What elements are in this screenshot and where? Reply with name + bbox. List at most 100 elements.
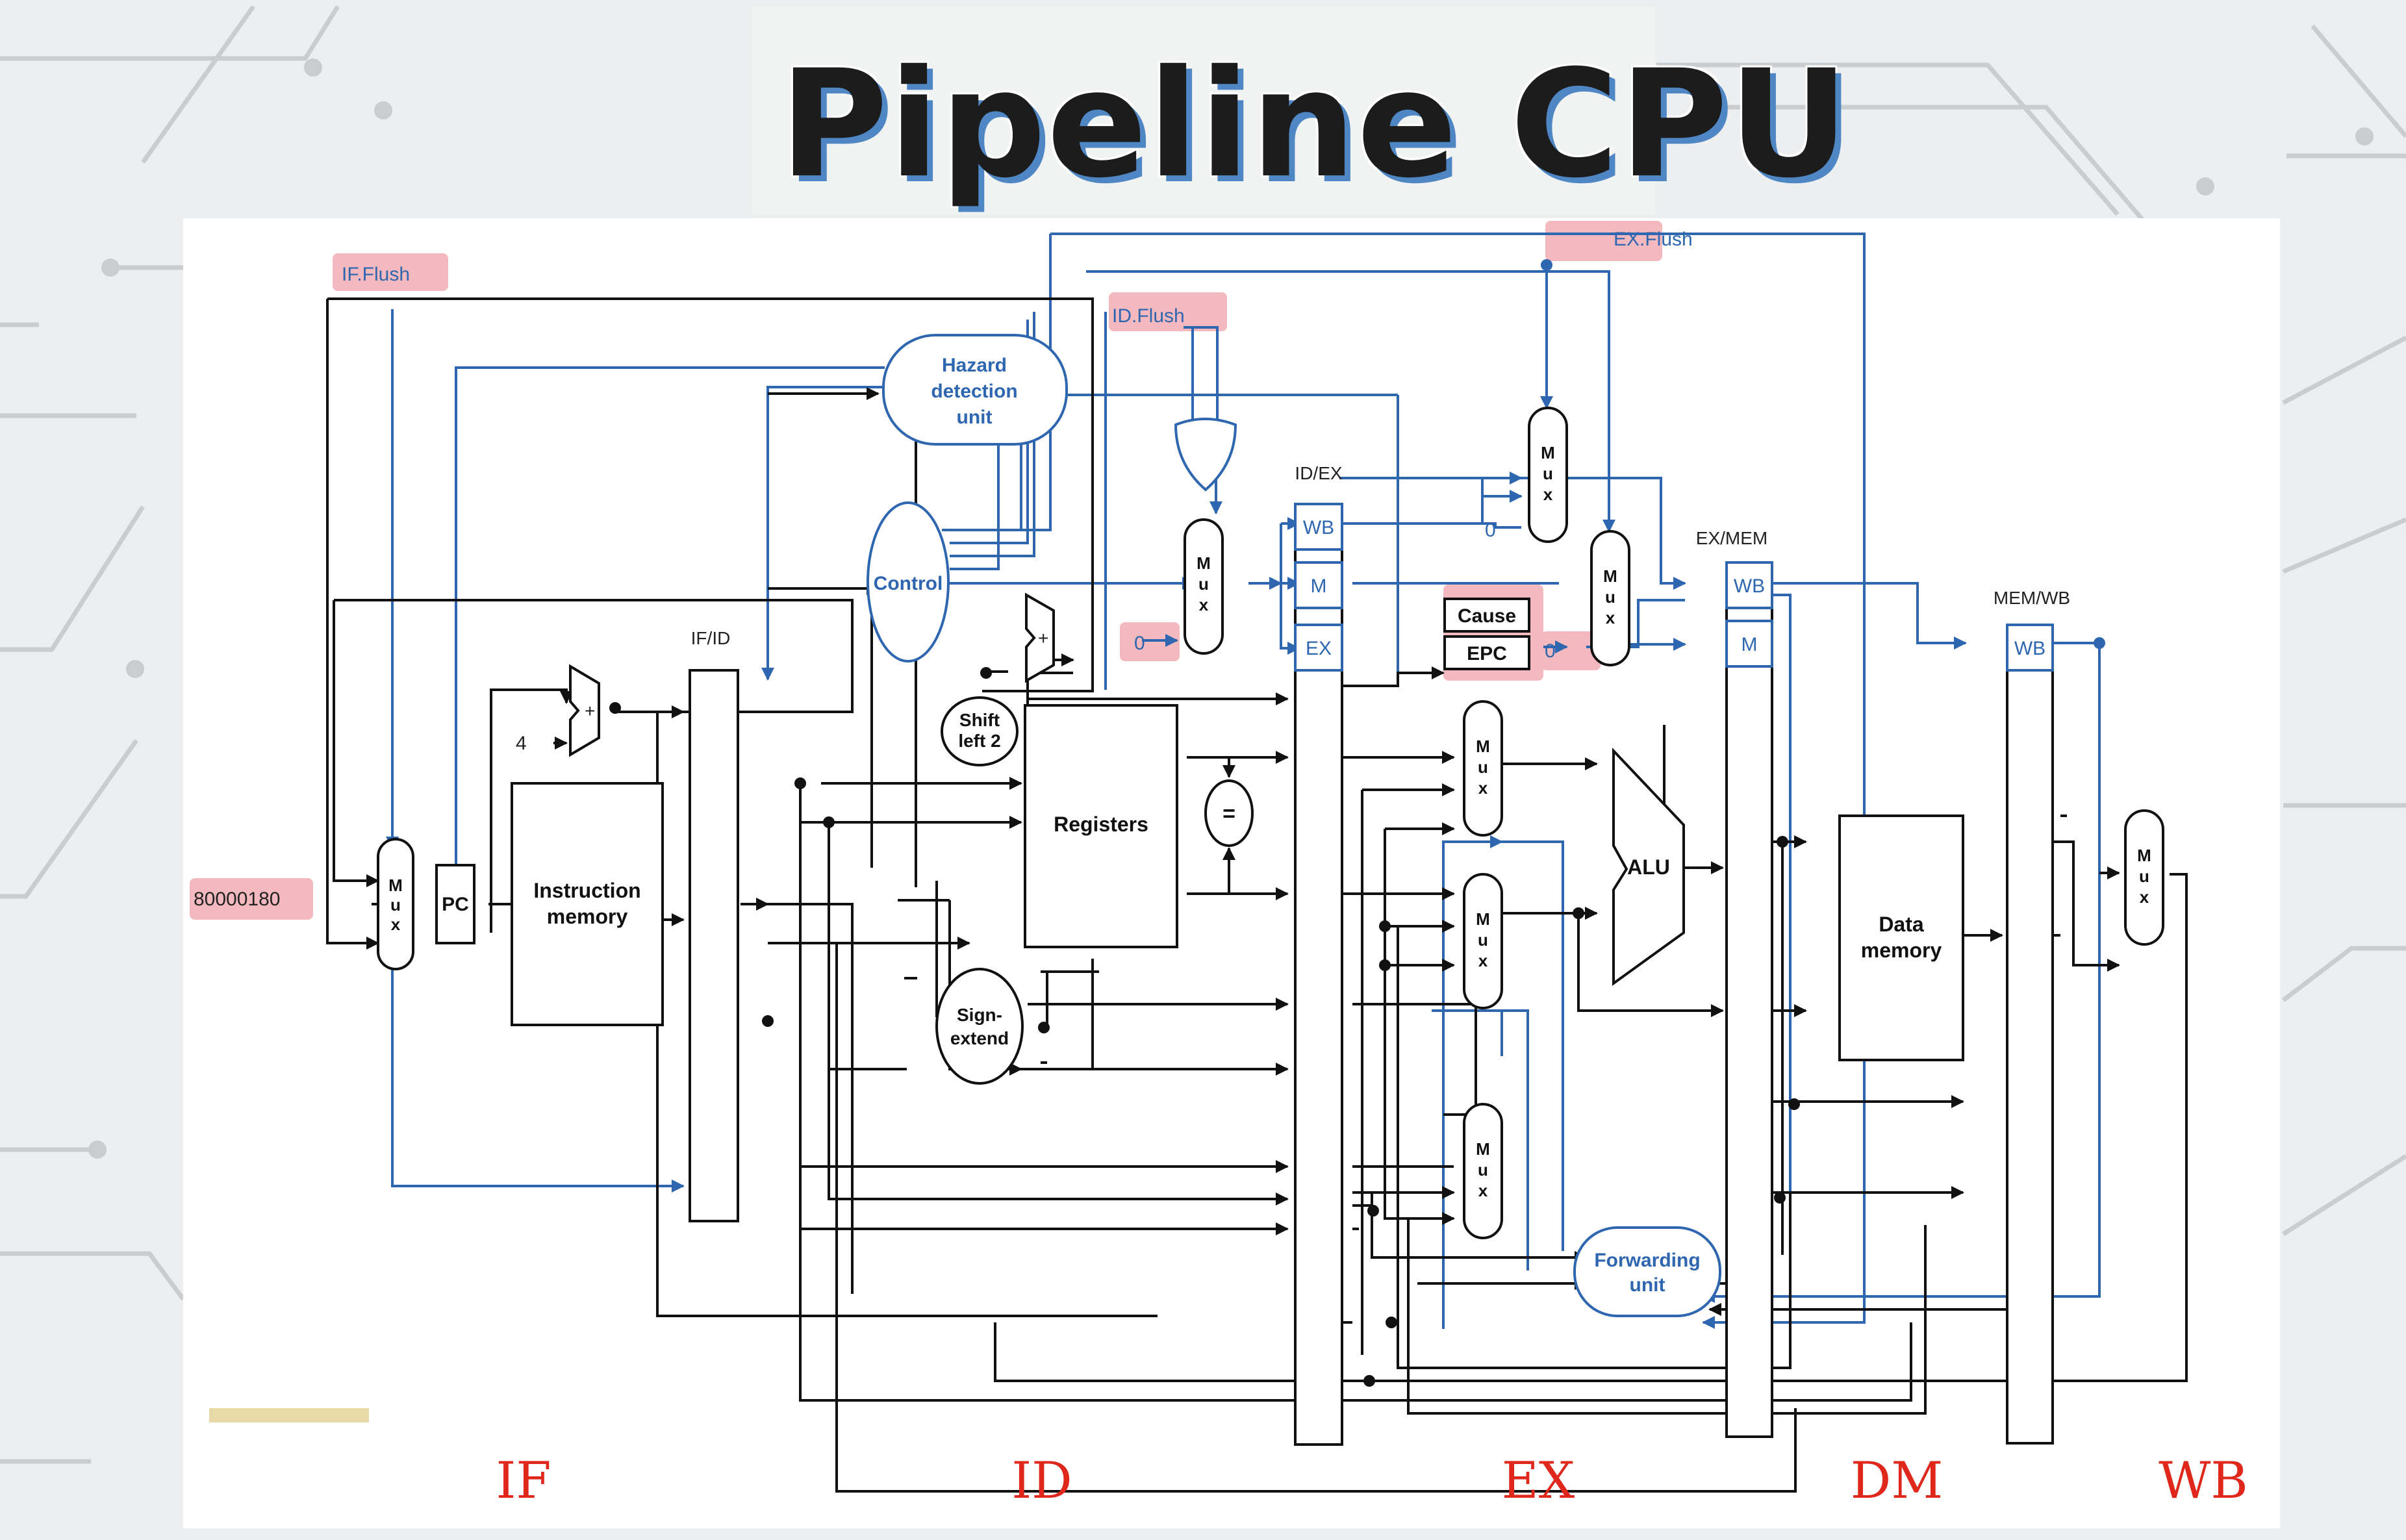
zero-input-ex-m: 0 xyxy=(1545,640,1556,662)
sign-extend: Sign- extend xyxy=(935,968,1024,1085)
svg-text:x: x xyxy=(1543,485,1553,504)
svg-text:u: u xyxy=(1478,1160,1488,1180)
svg-text:x: x xyxy=(1478,1181,1488,1200)
ex-flush-m-mux: M u x xyxy=(1590,530,1630,666)
zero-input-id: 0 xyxy=(1134,633,1145,654)
svg-text:M: M xyxy=(1741,634,1758,655)
svg-text:x: x xyxy=(1199,595,1209,614)
pc-adder: + xyxy=(569,664,600,757)
svg-text:Shift: Shift xyxy=(959,710,1000,730)
svg-text:x: x xyxy=(1606,608,1615,627)
control-unit: Control xyxy=(867,501,950,663)
svg-text:extend: extend xyxy=(950,1028,1009,1048)
svg-text:IF/ID: IF/ID xyxy=(691,628,731,648)
id-flush-label: ID.Flush xyxy=(1112,305,1185,327)
exception-address-highlight xyxy=(190,878,313,920)
svg-text:Control: Control xyxy=(874,573,943,594)
svg-text:x: x xyxy=(1478,951,1488,970)
svg-text:EX/MEM: EX/MEM xyxy=(1696,528,1767,548)
svg-text:EX: EX xyxy=(1306,638,1332,659)
id-flush-or-gate xyxy=(1174,418,1237,492)
pc-register: PC xyxy=(435,864,475,944)
svg-text:x: x xyxy=(391,915,401,934)
svg-text:Registers: Registers xyxy=(1054,813,1148,836)
svg-text:M: M xyxy=(1476,1139,1490,1159)
id-ex-register: WB M EX ID/EX xyxy=(1294,463,1343,1446)
svg-text:M: M xyxy=(388,876,403,895)
if-id-register: IF/ID xyxy=(689,628,739,1222)
svg-text:x: x xyxy=(1478,778,1488,798)
svg-text:u: u xyxy=(2139,866,2149,886)
epc-register: EPC xyxy=(1443,635,1530,670)
stage-label-id: ID xyxy=(1011,1452,1072,1510)
zero-input-ex-wb: 0 xyxy=(1485,520,1496,541)
svg-text:x: x xyxy=(2140,887,2149,907)
svg-text:EPC: EPC xyxy=(1467,643,1507,664)
registers: Registers xyxy=(1024,704,1178,948)
svg-text:u: u xyxy=(1543,464,1553,483)
svg-text:u: u xyxy=(1198,574,1209,594)
if-flush-label: IF.Flush xyxy=(342,264,410,285)
shift-left-2: Shift left 2 xyxy=(941,696,1019,766)
ex-mem-register: WB M EX/MEM xyxy=(1696,528,1773,1438)
svg-text:Sign-: Sign- xyxy=(957,1005,1002,1025)
svg-text:WB: WB xyxy=(2014,638,2045,659)
svg-text:Hazard: Hazard xyxy=(942,355,1007,376)
svg-text:memory: memory xyxy=(547,905,628,928)
svg-text:M: M xyxy=(1603,566,1617,586)
ex-flush-label: EX.Flush xyxy=(1614,229,1693,250)
writeback-mux: M u x xyxy=(2124,809,2164,946)
svg-text:Cause: Cause xyxy=(1458,605,1516,627)
svg-text:M: M xyxy=(1311,575,1327,597)
logo-strip xyxy=(209,1408,369,1422)
svg-text:MEM/WB: MEM/WB xyxy=(1994,588,2070,608)
svg-text:=: = xyxy=(1222,802,1235,826)
svg-text:Data: Data xyxy=(1879,913,1924,936)
if-flush-highlight xyxy=(333,253,448,291)
exception-address: 80000180 xyxy=(194,889,280,910)
svg-text:Forwarding: Forwarding xyxy=(1594,1250,1700,1271)
svg-text:Instruction: Instruction xyxy=(533,879,640,902)
svg-text:WB: WB xyxy=(1734,575,1765,597)
control-mux: M u x xyxy=(1184,518,1224,655)
svg-text:unit: unit xyxy=(957,407,993,428)
ex-flush-wb-mux: M u x xyxy=(1528,407,1568,543)
stage-label-wb: WB xyxy=(2159,1452,2248,1510)
svg-text:+: + xyxy=(1038,628,1048,648)
svg-text:memory: memory xyxy=(1861,939,1942,962)
svg-text:M: M xyxy=(2137,846,2151,865)
svg-text:M: M xyxy=(1476,909,1490,929)
svg-text:ID/EX: ID/EX xyxy=(1295,463,1342,483)
svg-text:u: u xyxy=(1605,587,1615,607)
svg-text:unit: unit xyxy=(1630,1274,1665,1296)
alu-input-b-mux: M u x xyxy=(1463,873,1503,1009)
svg-text:u: u xyxy=(1478,757,1488,777)
svg-text:PC: PC xyxy=(442,894,469,915)
mem-wb-register: WB MEM/WB xyxy=(1994,588,2070,1445)
stage-label-dm: DM xyxy=(1851,1452,1943,1510)
svg-text:+: + xyxy=(585,701,595,721)
svg-text:M: M xyxy=(1541,443,1555,462)
constant-four: 4 xyxy=(516,733,527,754)
hazard-detection-unit: Hazard detection unit xyxy=(882,334,1068,446)
svg-text:WB: WB xyxy=(1303,517,1334,538)
svg-text:M: M xyxy=(1476,737,1490,756)
id-flush-highlight xyxy=(1109,292,1227,331)
instruction-memory: Instruction memory xyxy=(511,782,664,1026)
branch-adder: + xyxy=(1025,592,1055,683)
data-memory: Data memory xyxy=(1838,814,1964,1061)
equality-comparator: = xyxy=(1204,779,1254,847)
forwarding-unit: Forwarding unit xyxy=(1573,1226,1721,1317)
page-title: Pipeline CPU xyxy=(779,38,1850,210)
svg-text:detection: detection xyxy=(931,381,1017,402)
svg-text:u: u xyxy=(390,895,401,915)
title-banner xyxy=(752,6,1655,214)
alu-input-a-mux: M u x xyxy=(1463,700,1503,837)
stage-label-if: IF xyxy=(496,1452,551,1510)
svg-text:ALU: ALU xyxy=(1627,855,1670,879)
svg-text:left 2: left 2 xyxy=(958,731,1000,751)
svg-text:u: u xyxy=(1478,930,1488,950)
stage-label-ex: EX xyxy=(1502,1452,1575,1510)
svg-text:M: M xyxy=(1197,553,1211,573)
